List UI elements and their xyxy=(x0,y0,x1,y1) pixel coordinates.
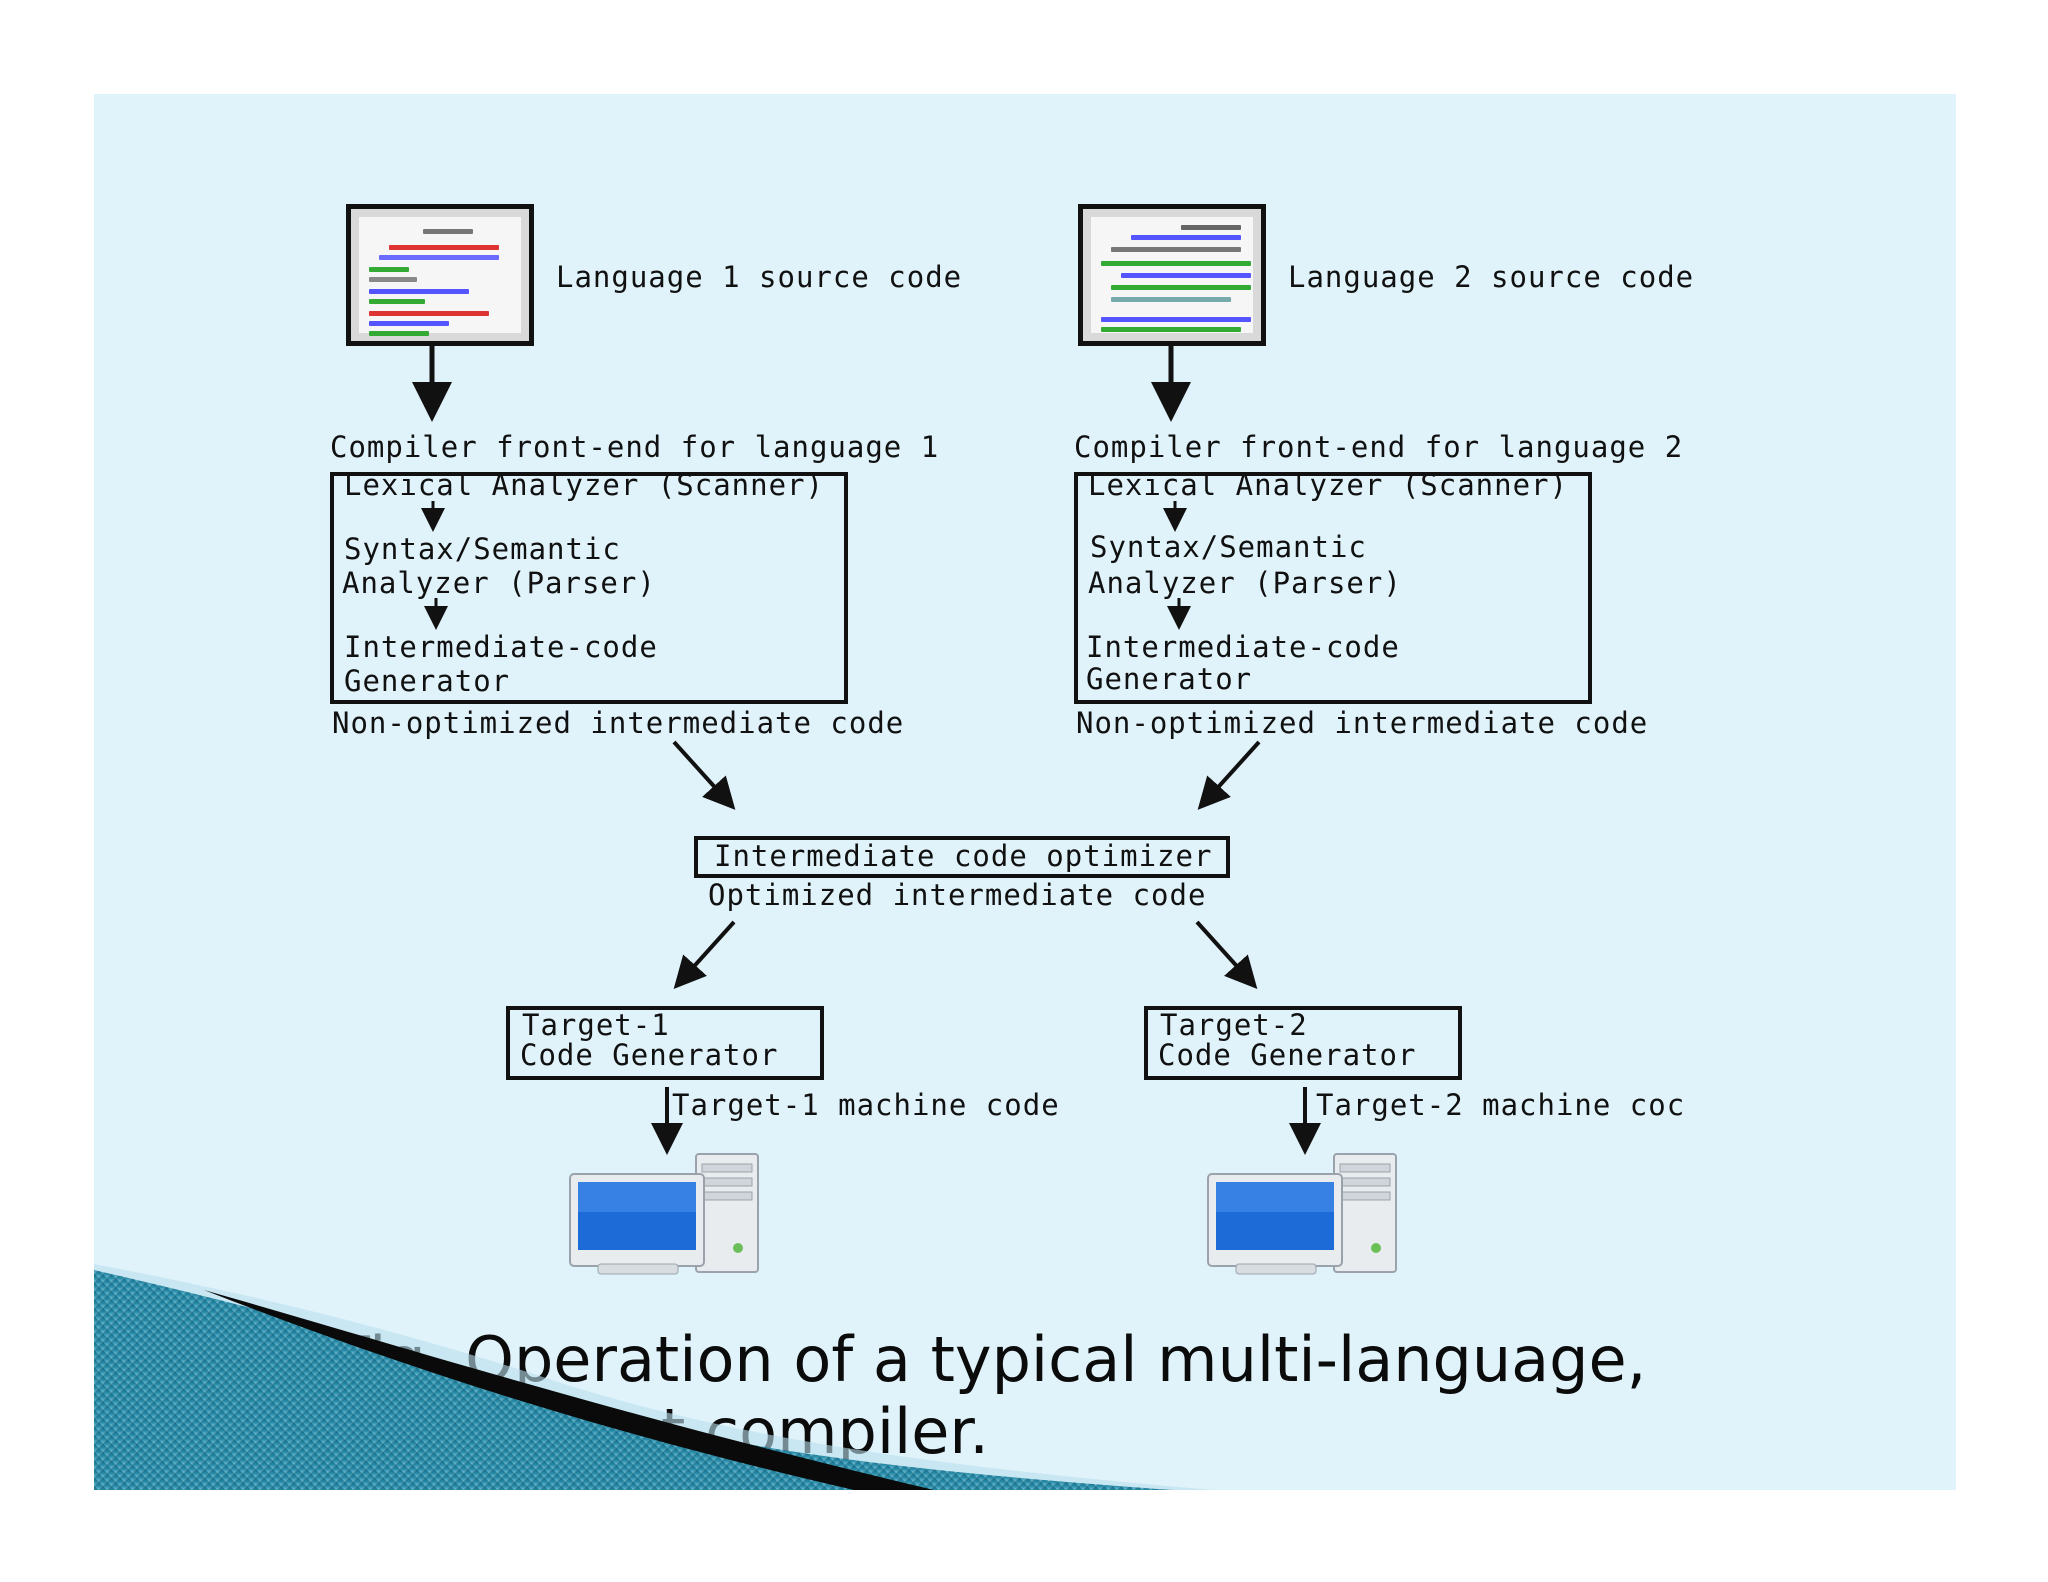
optimizer-label: Intermediate code optimizer xyxy=(714,839,1213,873)
frontend-box-1 xyxy=(330,472,848,704)
source-label-2: Language 2 source code xyxy=(1288,260,1695,294)
target1-line2: Code Generator xyxy=(520,1038,779,1072)
frontend1-stage-syntax: Syntax/Semantic xyxy=(344,532,621,566)
frontend-output-1: Non-optimized intermediate code xyxy=(332,706,905,740)
frontend-box-2 xyxy=(1074,472,1592,704)
target-box-1 xyxy=(506,1006,824,1080)
target2-line1: Target-2 xyxy=(1160,1008,1308,1042)
frontend1-stage-parser: Analyzer (Parser) xyxy=(342,566,656,600)
slide: Language 1 source code Language 2 source… xyxy=(94,94,1956,1490)
frontend2-stage-lexical: Lexical Analyzer (Scanner) xyxy=(1088,468,1568,502)
caption-line-2: multi-target compiler. xyxy=(316,1395,989,1468)
frontend2-stage-parser: Analyzer (Parser) xyxy=(1088,566,1402,600)
source-label-1: Language 1 source code xyxy=(556,260,963,294)
caption-line-1: Fig. Operation of a typical multi-langua… xyxy=(338,1323,1647,1396)
arrow-opt-target2 xyxy=(1195,920,1258,989)
frontend-title-1: Compiler front-end for language 1 xyxy=(330,430,940,464)
optimizer-box xyxy=(694,836,1230,878)
diagram-arrows xyxy=(412,346,1321,1155)
frontend1-stage-icg: Intermediate-code xyxy=(344,630,658,664)
frontend-output-2: Non-optimized intermediate code xyxy=(1076,706,1649,740)
frontend2-stage-syntax: Syntax/Semantic xyxy=(1090,530,1367,564)
target1-line1: Target-1 xyxy=(522,1008,670,1042)
frontend1-stage-generator: Generator xyxy=(344,664,511,698)
frontend-title-2: Compiler front-end for language 2 xyxy=(1074,430,1684,464)
target2-line2: Code Generator xyxy=(1158,1038,1417,1072)
source-code-thumbnail-2 xyxy=(1078,204,1266,346)
arrow-fe1-optimizer xyxy=(672,740,736,810)
computer-icon-1 xyxy=(569,1153,759,1275)
frontend1-stage-lexical: Lexical Analyzer (Scanner) xyxy=(344,468,824,502)
arrow-opt-target1 xyxy=(673,920,736,989)
frontend2-stage-generator: Generator xyxy=(1086,662,1253,696)
frontend2-stage-icg: Intermediate-code xyxy=(1086,630,1400,664)
target-output-2: Target-2 machine coc xyxy=(1316,1088,1686,1122)
arrow-fe2-optimizer xyxy=(1197,740,1261,810)
computer-icon-2 xyxy=(1207,1153,1397,1275)
target-output-1: Target-1 machine code xyxy=(672,1088,1060,1122)
optimizer-output: Optimized intermediate code xyxy=(708,878,1207,912)
source-code-thumbnail-1 xyxy=(346,204,534,346)
target-box-2 xyxy=(1144,1006,1462,1080)
